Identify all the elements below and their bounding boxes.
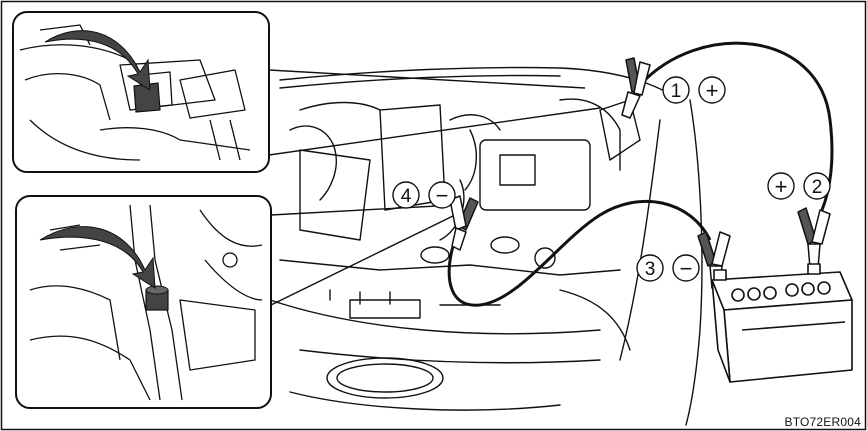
step-number-1: 1 [671,81,682,102]
inset-negative-ground [15,195,272,409]
inset-1-leader [268,69,601,156]
step-polarity-2: + [775,174,788,199]
clamp-2 [797,207,831,269]
step-number-2: 2 [812,177,823,198]
positive-jumper-cable [638,41,834,211]
clamp-1 [621,57,651,119]
booster-battery [711,263,853,383]
clamp-4 [449,195,479,251]
negative-jumper-cable [447,199,712,307]
step-number-4: 4 [401,186,412,207]
step-polarity-4: − [436,183,449,208]
step-label-3: 3 − [636,254,700,282]
step-number-3: 3 [645,259,656,280]
pointer-arrow-icon [44,30,151,91]
inset-positive-terminal [12,11,270,173]
step-polarity-1: + [706,78,719,103]
figure-reference-code: BTO72ER004 [784,415,861,429]
step-label-4: 4 − [392,181,456,209]
inset-2-leader [270,204,456,306]
step-label-1: 1 + [662,76,726,104]
step-label-2: + 2 [767,172,831,200]
step-polarity-3: − [680,256,693,281]
pointer-arrow-icon [39,226,156,289]
